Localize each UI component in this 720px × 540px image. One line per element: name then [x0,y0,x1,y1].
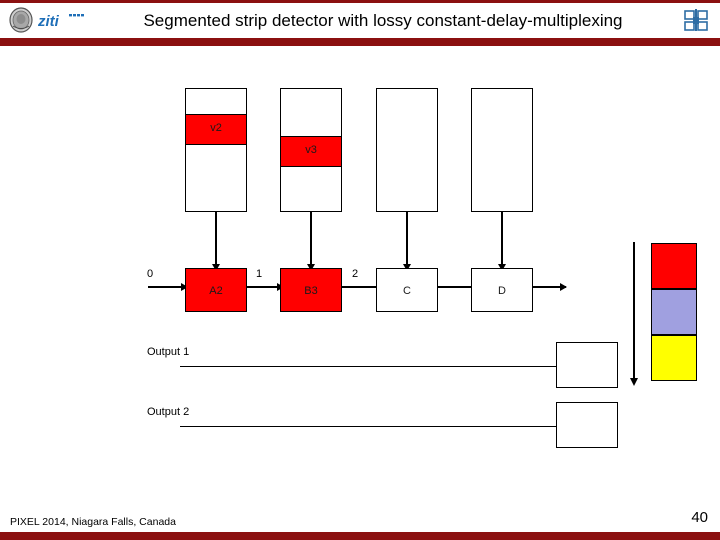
link-line-a2-b3 [247,286,280,288]
connector-line-1 [215,212,217,268]
link-line-b3-d [342,286,566,288]
legend-swatch-3 [651,335,697,381]
chain-box-a2-label: A2 [209,285,223,297]
tall-column-3 [376,88,438,212]
tall-column-1-band: v2 [185,114,247,145]
output-2-box [556,402,618,448]
step-label-2: 2 [352,268,359,280]
page-number: 40 [691,509,708,526]
output-arrowhead [560,282,567,291]
connector-arrowhead-1 [211,264,220,271]
connector-line-2 [310,212,312,268]
tall-column-4 [471,88,533,212]
detector-pipeline-diagram: v2 v3 A2 B3 C D 0 1 2 Output 1 Output 2 [0,46,720,495]
chain-box-d: D [471,268,533,312]
legend-swatch-2 [651,289,697,335]
chain-box-a2: A2 [185,268,247,312]
connector-arrowhead-4 [497,264,506,271]
university-seal-icon [8,7,34,33]
legend-swatch-1 [651,243,697,289]
step-label-0: 0 [147,268,154,280]
output-2-line [180,426,557,428]
legend-arrow-line [633,242,636,382]
connector-arrowhead-3 [402,264,411,271]
kip-institute-logo-icon [682,8,710,32]
output-2-label: Output 2 [147,406,190,418]
tall-column-1 [185,88,247,212]
tall-column-2-band: v3 [280,136,342,167]
step-label-1: 1 [256,268,263,280]
page-title: Segmented strip detector with lossy cons… [143,11,623,30]
chain-box-c: C [376,268,438,312]
slide-header: ziti Segmented strip detector with lossy… [0,0,720,46]
input-line [148,286,184,288]
legend-arrow-head-icon [629,378,638,386]
header-top-rule [0,0,720,3]
output-1-line [180,366,557,368]
tall-column-1-band-label: v2 [210,122,222,134]
svg-text:ziti: ziti [38,13,60,30]
chain-box-d-label: D [498,285,506,297]
ziti-logo: ziti [37,11,90,31]
chain-box-b3: B3 [280,268,342,312]
connector-line-4 [501,212,503,268]
output-1-label: Output 1 [147,346,190,358]
chain-box-c-label: C [403,285,411,297]
chain-box-b3-label: B3 [304,285,318,297]
footer-rule [0,532,720,540]
output-1-box [556,342,618,388]
footer-conference-text: PIXEL 2014, Niagara Falls, Canada [10,516,176,528]
connector-line-3 [406,212,408,268]
tall-column-2-band-label: v3 [305,144,317,156]
header-bottom-rule [0,38,720,46]
input-arrowhead [181,282,188,291]
connector-arrowhead-2 [306,264,315,271]
